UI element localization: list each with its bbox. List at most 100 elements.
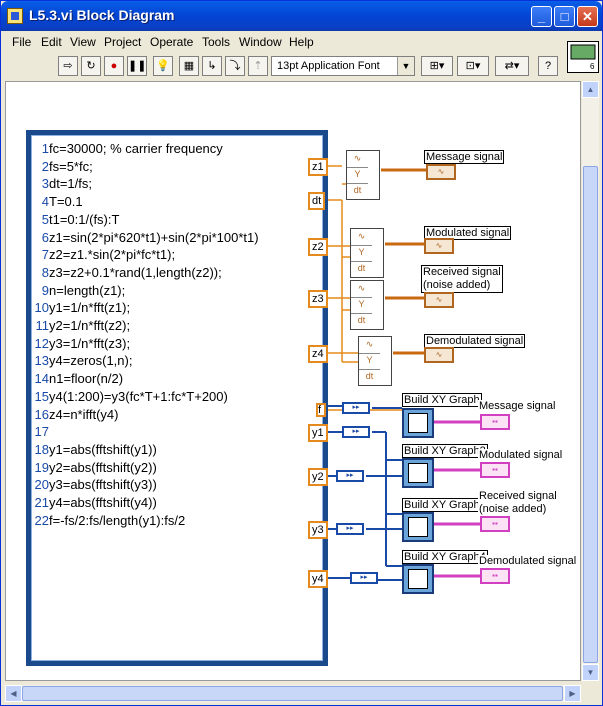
run-arrow-icon[interactable]: ⇨ [58, 56, 78, 76]
terminal-y3[interactable]: y3 [308, 521, 328, 539]
align-objects-icon[interactable]: ⊞▾ [421, 56, 453, 76]
distribute-objects-icon[interactable]: ⊡▾ [457, 56, 489, 76]
terminal-y1[interactable]: y1 [308, 424, 328, 442]
terminal-z2[interactable]: z2 [308, 238, 328, 256]
scroll-left-icon[interactable]: ◀ [5, 685, 22, 702]
code-line[interactable]: 4T=0.1 [33, 193, 259, 211]
code-line[interactable]: 14n1=floor(n/2) [33, 370, 259, 388]
code-line[interactable]: 21y4=abs(fftshift(y4)) [33, 494, 259, 512]
menu-operate[interactable]: Operate [150, 35, 194, 49]
bundle-node-y4[interactable]: ▸▸ [350, 572, 378, 584]
scroll-down-icon[interactable]: ▼ [582, 664, 599, 681]
code-line[interactable]: 12y3=1/n*fft(z3); [33, 335, 259, 353]
step-out-icon[interactable]: ⇡ [248, 56, 268, 76]
xy-demodulated-signal-terminal[interactable]: ▪▪ [480, 568, 510, 584]
vi-icon[interactable]: 6 [567, 41, 599, 73]
code-line[interactable]: 19y2=abs(fftshift(y2)) [33, 459, 259, 477]
received-signal-graph-terminal[interactable]: ∿ [424, 292, 454, 308]
menu-edit[interactable]: Edit [41, 35, 62, 49]
terminal-z3[interactable]: z3 [308, 290, 328, 308]
bundle-node-y1[interactable]: ▸▸ [342, 426, 370, 438]
code-text: y3=abs(fftshift(y3)) [49, 477, 157, 493]
resize-grip[interactable] [582, 685, 599, 702]
menu-tools[interactable]: Tools [202, 35, 231, 49]
vertical-scrollbar[interactable]: ▲ ▼ [582, 81, 599, 681]
horizontal-scrollbar[interactable]: ◀ ▶ [5, 685, 581, 702]
terminal-z4[interactable]: z4 [308, 345, 328, 363]
terminal-dt[interactable]: dt [308, 192, 326, 210]
terminal-y4[interactable]: y4 [308, 570, 328, 588]
xy-message-signal-terminal[interactable]: ▪▪ [480, 414, 510, 430]
code-line[interactable]: 6z1=sin(2*pi*620*t1)+sin(2*pi*100*t1) [33, 229, 259, 247]
horizontal-scroll-thumb[interactable] [22, 686, 563, 701]
build-xy-graph-1[interactable] [402, 408, 434, 438]
code-line[interactable]: 18y1=abs(fftshift(y1)) [33, 441, 259, 459]
demodulated-signal-graph-terminal[interactable]: ∿ [424, 347, 454, 363]
line-number: 14 [34, 371, 49, 387]
line-number: 2 [41, 158, 49, 174]
abort-icon[interactable]: ● [104, 56, 124, 76]
terminal-y2[interactable]: y2 [308, 468, 328, 486]
bundle-node-y2[interactable]: ▸▸ [336, 470, 364, 482]
code-line[interactable]: 17 [33, 423, 259, 441]
build-xy-graph-label-2: Build XY Graph2 [402, 444, 488, 458]
code-line[interactable]: 11y2=1/n*fft(z2); [33, 317, 259, 335]
code-line[interactable]: 15y4(1:200)=y3(fc*T+1:fc*T+200) [33, 388, 259, 406]
code-line[interactable]: 1fc=30000; % carrier frequency [33, 140, 259, 158]
terminal-z1[interactable]: z1 [308, 158, 328, 176]
code-line[interactable]: 22f=-fs/2:fs/length(y1):fs/2 [33, 512, 259, 530]
build-waveform-4[interactable]: ∿ Y dt [358, 336, 392, 386]
code-line[interactable]: 13y4=zeros(1,n); [33, 352, 259, 370]
run-continuously-icon[interactable]: ↻ [81, 56, 101, 76]
sine-icon: ∿ [347, 151, 368, 168]
code-line[interactable]: 3dt=1/fs; [33, 175, 259, 193]
menu-project[interactable]: Project [104, 35, 142, 49]
close-button[interactable]: ✕ [577, 6, 598, 27]
xy-received-signal-terminal[interactable]: ▪▪ [480, 516, 510, 532]
step-into-icon[interactable]: ↳ [202, 56, 222, 76]
build-waveform-3[interactable]: ∿ Y dt [350, 280, 384, 330]
build-waveform-2[interactable]: ∿ Y dt [350, 228, 384, 278]
code-line[interactable]: 9n=length(z1); [33, 282, 259, 300]
menu-file[interactable]: File [12, 35, 32, 49]
code-line[interactable]: 20y3=abs(fftshift(y3)) [33, 476, 259, 494]
xy-modulated-signal-terminal[interactable]: ▪▪ [480, 462, 510, 478]
maximize-button[interactable]: □ [554, 6, 575, 27]
build-xy-graph-3[interactable] [402, 512, 434, 542]
build-waveform-1[interactable]: ∿ Y dt [346, 150, 380, 200]
highlight-execution-icon[interactable]: 💡 [153, 56, 173, 76]
build-xy-graph-4[interactable] [402, 564, 434, 594]
bundle-node-y3[interactable]: ▸▸ [336, 523, 364, 535]
reorder-icon[interactable]: ⇄▾ [495, 56, 529, 76]
message-signal-graph-terminal[interactable]: ∿ [426, 164, 456, 180]
siggen-dt-label: dt [365, 371, 374, 381]
minimize-button[interactable]: _ [531, 6, 552, 27]
menu-window[interactable]: Window [239, 35, 282, 49]
code-text: z3=z2+0.1*rand(1,length(z2)); [49, 264, 222, 280]
menu-view[interactable]: View [70, 35, 96, 49]
code-line[interactable]: 7z2=z1.*sin(2*pi*fc*t1); [33, 246, 259, 264]
step-over-icon[interactable]: ⤵ [225, 56, 245, 76]
modulated-signal-graph-terminal[interactable]: ∿ [424, 238, 454, 254]
code-line[interactable]: 10y1=1/n*fft(z1); [33, 299, 259, 317]
code-line[interactable]: 8z3=z2+0.1*rand(1,length(z2)); [33, 264, 259, 282]
code-text: y4=zeros(1,n); [49, 353, 133, 369]
terminal-f[interactable]: f [316, 403, 326, 417]
scroll-up-icon[interactable]: ▲ [582, 81, 599, 98]
vertical-scroll-thumb[interactable] [583, 166, 598, 663]
scroll-right-icon[interactable]: ▶ [564, 685, 581, 702]
font-selector[interactable]: 13pt Application Font ▼ [271, 56, 415, 76]
retain-wire-values-icon[interactable]: ▦ [179, 56, 199, 76]
code-line[interactable]: 16z4=n*ifft(y4) [33, 406, 259, 424]
pause-icon[interactable]: ❚❚ [127, 56, 147, 76]
build-xy-graph-2[interactable] [402, 458, 434, 488]
code-line[interactable]: 2fs=5*fc; [33, 158, 259, 176]
code-line[interactable]: 5t1=0:1/(fs):T [33, 211, 259, 229]
title-bar[interactable]: L5.3.vi Block Diagram _ □ ✕ [1, 1, 602, 31]
menu-help[interactable]: Help [289, 35, 314, 49]
bundle-node-f[interactable]: ▸▸ [342, 402, 370, 414]
context-help-icon[interactable]: ? [538, 56, 558, 76]
